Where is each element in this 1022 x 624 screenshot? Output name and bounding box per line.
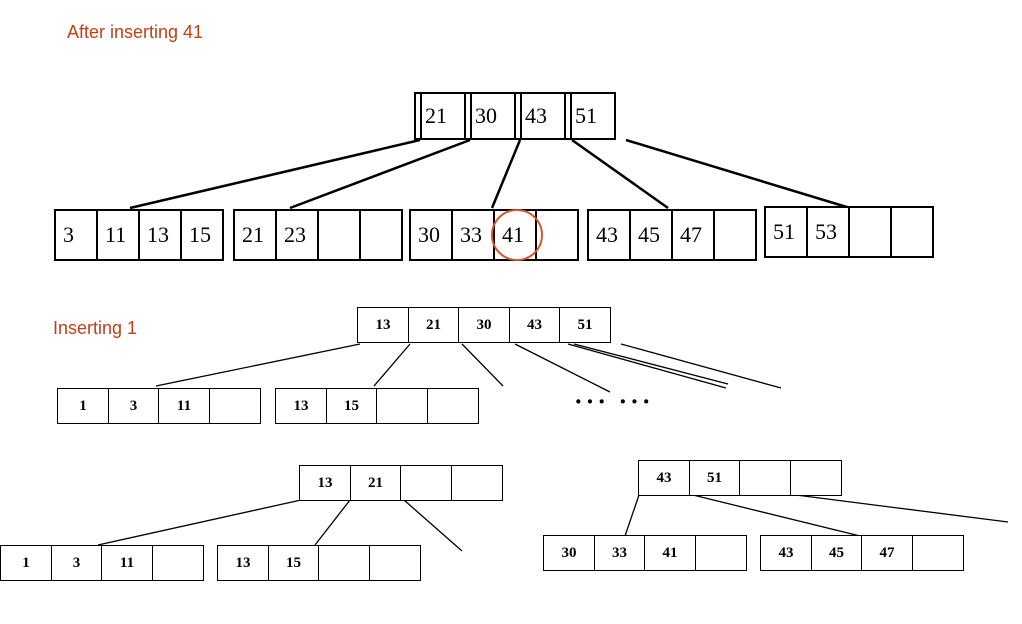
key-cell: 33: [593, 535, 646, 571]
top-leaf-2: 21 23: [233, 209, 403, 261]
key-cell: 13: [217, 545, 269, 581]
highlight-circle: [491, 209, 543, 261]
key-cell: [426, 388, 479, 424]
top-root-node: 21 30 43 51: [414, 92, 616, 140]
split-left-parent: 13 21: [299, 465, 503, 501]
key-cell: [318, 545, 370, 581]
edge-root-leaf3: [490, 139, 522, 209]
key-cell: 3: [107, 388, 160, 424]
key-cell: 43: [514, 92, 566, 140]
key-cell: [911, 535, 964, 571]
key-cell: 21: [349, 465, 402, 501]
key-cell: 43: [587, 209, 631, 261]
key-cell: [713, 209, 757, 261]
key-cell: 13: [275, 388, 327, 424]
key-cell: 15: [180, 209, 224, 261]
key-cell: 11: [158, 388, 210, 424]
caption-inserting-1: Inserting 1: [53, 318, 138, 338]
key-cell: [317, 209, 361, 261]
split-right-leaf-2: 43 45 47: [760, 535, 964, 571]
key-cell: 51: [764, 206, 808, 258]
key-cell: 51: [688, 460, 741, 496]
edge-ins-6: [620, 343, 782, 389]
edge-root-leaf2: [289, 138, 471, 210]
key-cell: [376, 388, 428, 424]
key-cell: 30: [409, 209, 453, 261]
key-cell: 13: [357, 307, 409, 343]
key-cell: 33: [451, 209, 495, 261]
key-cell: 11: [96, 209, 140, 261]
key-cell: 13: [299, 465, 351, 501]
insert1-leaf-1: 1 3 11: [57, 388, 261, 424]
key-cell: [151, 545, 204, 581]
key-cell: 51: [564, 92, 616, 140]
key-cell: 43: [508, 307, 561, 343]
insert1-leaf-2: 13 15: [275, 388, 479, 424]
top-leaf-1: 3 11 13 15: [54, 209, 224, 261]
split-left-leaf-2: 13 15: [217, 545, 421, 581]
split-left-leaf-1: 1 3 11: [0, 545, 204, 581]
key-cell: 21: [407, 307, 460, 343]
key-cell: 51: [559, 307, 611, 343]
key-cell: 30: [458, 307, 510, 343]
edge-split-left-3: [403, 499, 463, 552]
edge-split-right-1: [624, 494, 640, 537]
key-cell: 53: [806, 206, 850, 258]
caption-after-insert-41: After inserting 41: [67, 22, 204, 42]
key-cell: [368, 545, 421, 581]
key-cell: 11: [101, 545, 153, 581]
edge-ins-leaf1: [155, 343, 361, 387]
key-cell: [694, 535, 747, 571]
key-cell: 41: [644, 535, 696, 571]
key-cell: 45: [810, 535, 863, 571]
edge-ins-leaf2: [373, 343, 411, 387]
edge-split-right-3: [795, 494, 1009, 523]
key-cell: [848, 206, 892, 258]
key-cell: 3: [54, 209, 98, 261]
edge-split-left-1: [97, 499, 302, 546]
key-cell: 1: [0, 545, 52, 581]
key-cell: 15: [267, 545, 320, 581]
insert1-root-node: 13 21 30 43 51: [357, 307, 611, 343]
key-cell: [739, 460, 791, 496]
key-cell: 21: [414, 92, 466, 140]
key-cell: 45: [629, 209, 673, 261]
key-cell: 13: [138, 209, 182, 261]
ellipsis: ··· ···: [574, 387, 654, 416]
key-cell: [890, 206, 934, 258]
edge-ins-3: [461, 343, 504, 387]
key-cell: 1: [57, 388, 109, 424]
top-leaf-4: 43 45 47: [587, 209, 757, 261]
key-cell: 30: [543, 535, 595, 571]
key-cell: 47: [861, 535, 913, 571]
key-cell: 3: [50, 545, 103, 581]
edge-root-leaf1: [129, 138, 421, 210]
key-cell: [208, 388, 261, 424]
key-cell: [789, 460, 842, 496]
key-cell: [400, 465, 452, 501]
split-right-leaf-1: 30 33 41: [543, 535, 747, 571]
top-leaf-5: 51 53: [764, 206, 934, 258]
key-cell: 21: [233, 209, 277, 261]
edge-split-right-2: [692, 494, 861, 537]
key-cell: 23: [275, 209, 319, 261]
edge-ins-5a: [567, 343, 727, 389]
split-right-parent: 43 51: [638, 460, 842, 496]
key-cell: 30: [464, 92, 516, 140]
edge-ins-5b: [573, 343, 729, 385]
edge-split-left-2: [314, 499, 351, 546]
key-cell: [450, 465, 503, 501]
key-cell: 43: [760, 535, 812, 571]
key-cell: 47: [671, 209, 715, 261]
key-cell: [359, 209, 403, 261]
key-cell: 15: [325, 388, 378, 424]
edge-root-leaf4: [571, 138, 669, 210]
edge-ins-4: [514, 343, 611, 393]
edge-root-leaf5: [625, 138, 851, 210]
key-cell: 43: [638, 460, 690, 496]
